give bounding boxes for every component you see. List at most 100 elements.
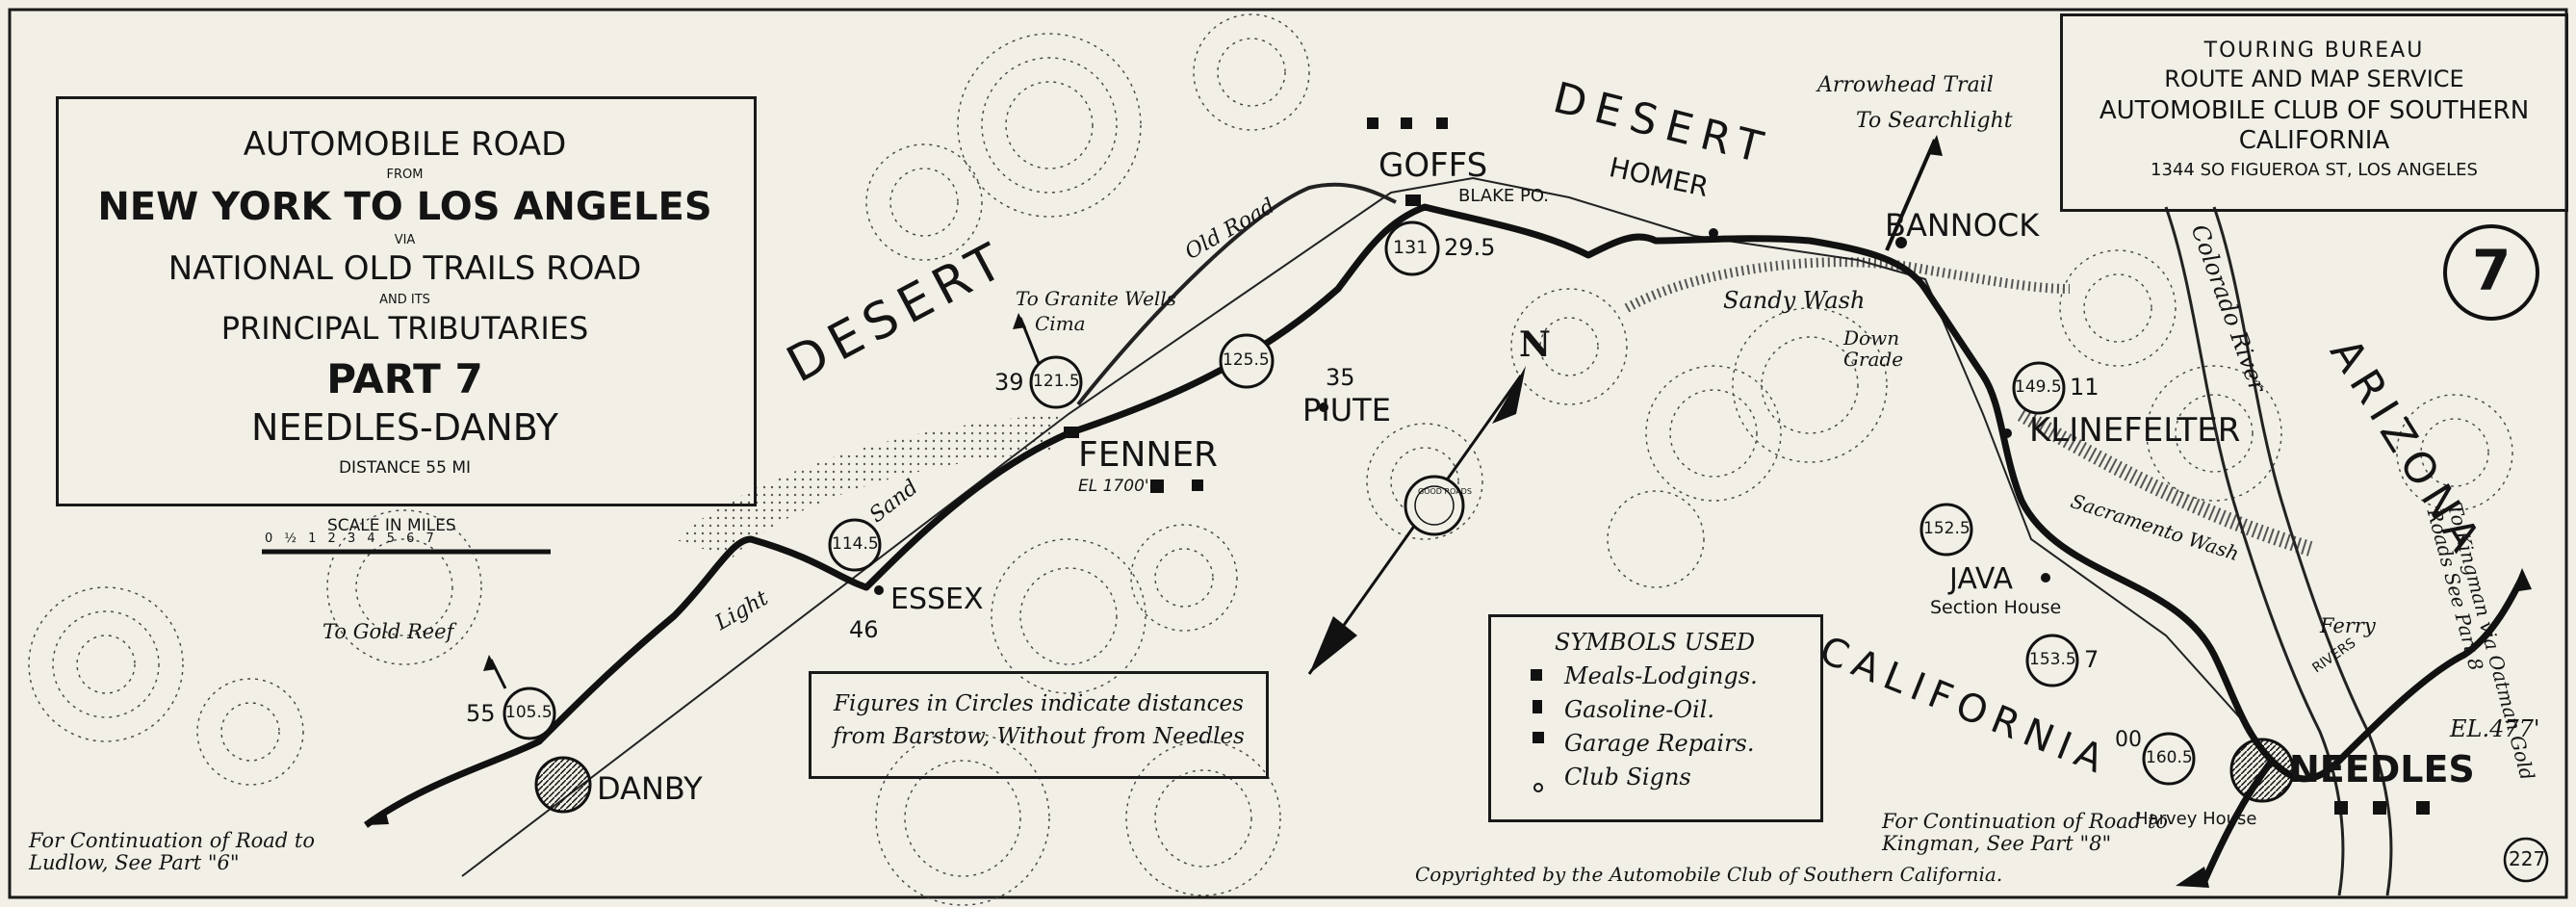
scale-label: SCALE IN MILES — [327, 516, 456, 535]
north-label: N — [1519, 324, 1551, 365]
mileage-circle-klinefelter: 149.5 — [2015, 377, 2062, 397]
compass-seal — [1404, 475, 1465, 536]
sand-area — [674, 414, 1059, 558]
gold-reef-arrow — [483, 655, 497, 671]
fenner-elevation: EL 1700' — [1078, 477, 1149, 496]
town-essex: ESSEX — [890, 583, 984, 616]
mileage-plain-essex: 46 — [849, 616, 879, 643]
hill-shading — [28, 13, 2513, 906]
mileage-circle-java: 153.5 — [2029, 650, 2076, 669]
note-line2: from Barstow, Without from Needles — [833, 724, 1245, 749]
label-searchlight: To Searchlight — [1856, 109, 2013, 133]
mileage-plain-fenner: 39 — [994, 369, 1024, 396]
mileage-plain-piute: 35 — [1326, 364, 1355, 391]
label-sandy-wash: Sandy Wash — [1723, 287, 1866, 314]
goffs-marker — [1405, 194, 1421, 206]
mileage-circle-fenner: 121.5 — [1033, 372, 1080, 391]
searchlight-road — [1885, 139, 1937, 251]
continuation-kingman: For Continuation of Road to Kingman, See… — [1882, 810, 2169, 856]
title-route: NEW YORK TO LOS ANGELES — [97, 185, 712, 229]
part-badge-number: 7 — [2472, 238, 2512, 303]
mileage-circle-piute: 125.5 — [1223, 350, 1270, 370]
granite-wells-arrow — [1013, 313, 1026, 329]
needles-elevation: EL.477' — [2450, 715, 2540, 742]
town-bannock: BANNOCK — [1885, 207, 2040, 244]
legend-item-club-signs: Club Signs — [1564, 764, 1691, 790]
label-harvey-house: Harvey House — [2135, 809, 2257, 829]
searchlight-arrow — [1927, 135, 1943, 156]
mileage-circles — [502, 220, 2196, 786]
sandy-wash — [1624, 257, 2071, 313]
mileage-plain-needles: 00 — [2115, 728, 2142, 752]
needles-marker — [2229, 738, 2295, 803]
label-blake-po: BLAKE PO. — [1458, 186, 1550, 206]
legend-title: SYMBOLS USED — [1555, 629, 1756, 656]
fenner-marker — [1064, 427, 1079, 438]
bannock-marker — [1895, 237, 1907, 248]
title-part: PART 7 — [326, 355, 483, 402]
piute-marker — [1319, 402, 1328, 412]
legend-item-meals: Meals-Lodgings. — [1564, 662, 1758, 689]
title-line1: AUTOMOBILE ROAD — [243, 125, 567, 164]
town-needles: NEEDLES — [2289, 748, 2475, 790]
compass-seal-text: GOOD ROADS — [1418, 487, 1472, 496]
part-badge — [2443, 224, 2539, 321]
page-number: 227 — [2509, 847, 2546, 870]
label-arrowhead-trail: Arrowhead Trail — [1817, 73, 1994, 97]
title-from: FROM — [386, 168, 424, 182]
mileage-circle-needles: 160.5 — [2146, 748, 2193, 767]
java-marker — [2041, 573, 2050, 583]
north-arrow-head — [1492, 366, 1526, 424]
publisher-line2: ROUTE AND MAP SERVICE — [2164, 65, 2464, 92]
mileage-plain-goffs: 29.5 — [1444, 234, 1496, 261]
title-and-its: AND ITS — [379, 293, 430, 307]
scale-ticks: 0 ½ 1 2 3 4 5 6 7 — [265, 531, 438, 546]
title-section: NEEDLES-DANBY — [251, 406, 558, 449]
mileage-circle-java-north: 152.5 — [1923, 519, 1971, 538]
national-old-trails-road — [374, 203, 2526, 821]
mileage-plain-danby: 55 — [466, 700, 496, 727]
label-gold-reef: To Gold Reef — [322, 620, 454, 643]
town-piute: PIUTE — [1302, 392, 1391, 428]
town-danby: DANBY — [597, 770, 703, 807]
note-box — [809, 671, 1269, 779]
title-block — [56, 96, 757, 506]
legend-item-gasoline: Gasoline-Oil. — [1564, 696, 1715, 723]
homer-marker — [1709, 228, 1718, 238]
title-via: VIA — [394, 233, 416, 247]
town-java: JAVA — [1949, 562, 2014, 596]
ludlow-arrow — [366, 809, 389, 825]
label-section-house: Section House — [1930, 597, 2062, 618]
old-road — [1076, 182, 1397, 406]
title-distance: DISTANCE 55 MI — [338, 458, 472, 478]
town-klinefelter: KLINEFELTER — [2029, 411, 2241, 450]
essex-marker — [874, 585, 884, 595]
map-frame — [8, 8, 2568, 899]
railroad — [461, 176, 2254, 877]
label-cima: Cima — [1035, 312, 1086, 335]
mileage-circle-essex: 114.5 — [832, 534, 879, 554]
colorado-river-east — [2212, 206, 2393, 896]
label-granite-wells: To Granite Wells — [1016, 287, 1176, 310]
publisher-block — [2060, 13, 2568, 212]
publisher-line4: CALIFORNIA — [2238, 126, 2390, 155]
kingman-arrow — [2176, 867, 2209, 888]
mileage-plain-java: 7 — [2084, 646, 2099, 673]
label-ferry: Ferry — [2320, 614, 2376, 637]
continuation-ludlow: For Continuation of Road to Ludlow, See … — [29, 829, 316, 875]
mileage-plain-klinefelter: 11 — [2070, 374, 2099, 401]
service-symbols — [1150, 117, 2430, 815]
north-arrow-tail — [1309, 616, 1357, 674]
klinefelter-marker — [2002, 428, 2012, 438]
title-road: NATIONAL OLD TRAILS ROAD — [167, 249, 642, 288]
town-goffs: GOFFS — [1378, 146, 1488, 185]
mileage-circle-danby: 105.5 — [505, 703, 553, 722]
note-line1: Figures in Circles indicate distances — [834, 691, 1244, 716]
town-fenner: FENNER — [1078, 435, 1219, 475]
page-number-circle — [2503, 837, 2549, 883]
oatman-arrow — [2512, 568, 2532, 592]
copyright: Copyrighted by the Automobile Club of So… — [1415, 863, 2003, 886]
label-down-grade: Down Grade — [1843, 326, 1904, 371]
publisher-line1: TOURING BUREAU — [2203, 39, 2425, 63]
